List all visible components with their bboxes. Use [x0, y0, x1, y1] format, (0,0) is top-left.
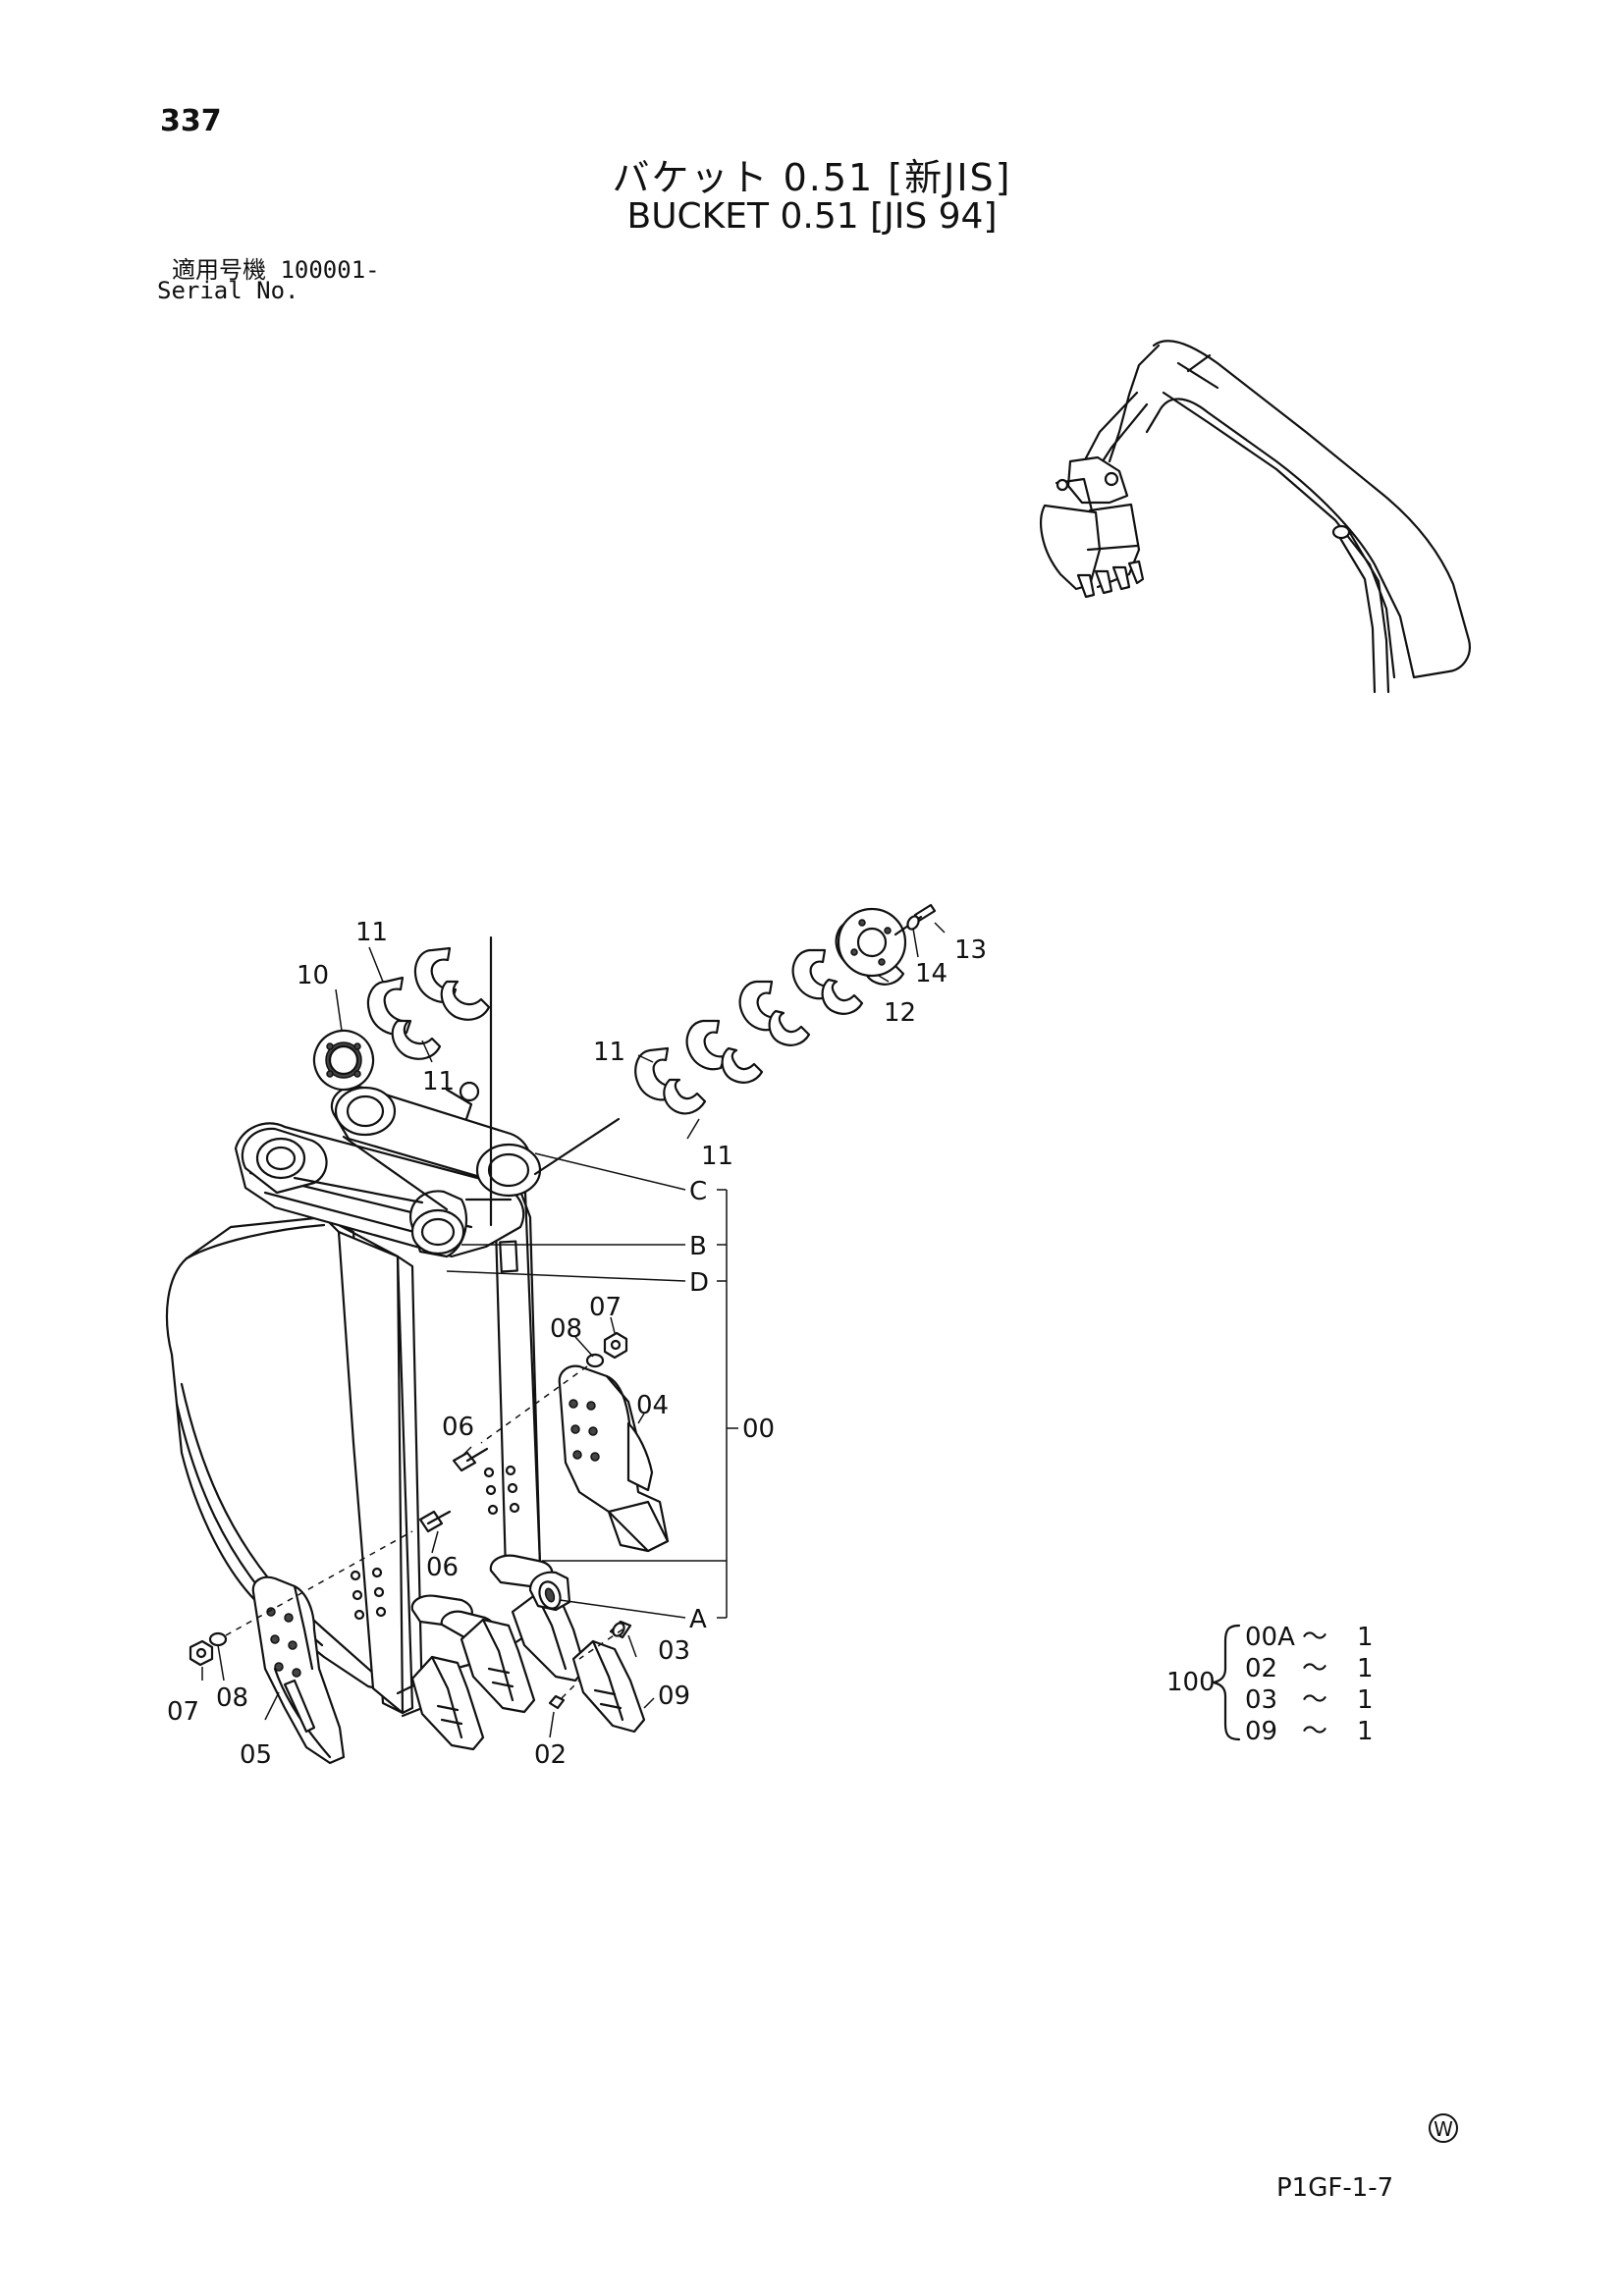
callout-14: 14 — [915, 959, 947, 988]
kit-row-part: 02 — [1245, 1654, 1277, 1683]
kit-row-qty: 1 — [1357, 1685, 1374, 1715]
callout-00: 00 — [742, 1415, 775, 1444]
kit-row-sep: ～ — [1302, 1685, 1327, 1715]
bolt-holes-left — [350, 1567, 387, 1621]
callout-09: 09 — [658, 1682, 690, 1711]
pin-label-d: D — [689, 1268, 709, 1298]
side-cutter-right — [558, 1364, 670, 1553]
kit-row-sep: ～ — [1302, 1717, 1327, 1746]
kit-row-qty: 1 — [1357, 1717, 1374, 1746]
serial-range-japanese: 適用号機 100001- — [172, 256, 380, 284]
callout-08: 08 — [216, 1683, 248, 1713]
leader-lines — [201, 922, 946, 1738]
pin-label-b: B — [689, 1232, 707, 1261]
footer-page-code: P1GF-1-7 — [1276, 2173, 1394, 2203]
shims-right-group — [533, 903, 937, 1176]
kit-id: 100 — [1166, 1668, 1216, 1697]
kit-row-sep: ～ — [1302, 1654, 1327, 1683]
pin-label-c: C — [689, 1177, 707, 1206]
shims-left-group — [312, 946, 491, 1092]
kit-row-qty: 1 — [1357, 1623, 1374, 1652]
callout-02: 02 — [534, 1740, 567, 1770]
kit-row-part: 03 — [1245, 1685, 1277, 1715]
circled-w-letter: W — [1434, 2117, 1453, 2141]
callout-10: 10 — [297, 961, 329, 990]
callout-labels: 11 10 11 11 11 12 13 14 C B D A 00 07 08… — [167, 918, 987, 1770]
callout-11: 11 — [701, 1142, 733, 1171]
callout-06: 06 — [426, 1553, 459, 1582]
bucket-bosses — [241, 935, 542, 1258]
callout-06: 06 — [442, 1413, 474, 1442]
kit-row-part: 09 — [1245, 1717, 1277, 1746]
kit-assembly-table: 100 00A ～ 1 02 ～ 1 03 ～ 1 09 ～ 1 — [1166, 1623, 1374, 1746]
callout-08: 08 — [550, 1314, 582, 1344]
excavator-arm-thumbnail — [1040, 340, 1471, 694]
callout-03: 03 — [658, 1636, 690, 1666]
callout-13: 13 — [954, 935, 987, 965]
callout-07: 07 — [589, 1293, 622, 1322]
callout-12: 12 — [884, 998, 916, 1028]
callout-07: 07 — [167, 1697, 199, 1727]
nut-washer-left — [189, 1510, 452, 1667]
callout-11: 11 — [422, 1067, 455, 1096]
title-japanese: バケット 0.51 [新JIS] — [612, 156, 1012, 199]
bolt-holes-right — [483, 1465, 520, 1516]
callout-05: 05 — [240, 1740, 272, 1770]
title-english: BUCKET 0.51 [JIS 94] — [626, 196, 998, 237]
callout-11: 11 — [593, 1038, 625, 1067]
kit-row-qty: 1 — [1357, 1654, 1374, 1683]
callout-11: 11 — [355, 918, 388, 947]
teeth-row — [410, 1554, 646, 1751]
kit-row-sep: ～ — [1302, 1623, 1327, 1652]
kit-row-part: 00A — [1245, 1623, 1295, 1652]
pin-label-a: A — [689, 1605, 707, 1634]
circled-w-mark: W — [1429, 2113, 1458, 2143]
nut-washer-right — [452, 1331, 628, 1472]
page-number: 337 — [160, 104, 222, 138]
bucket-body — [165, 1122, 552, 1718]
kit-brace — [1212, 1624, 1241, 1741]
serial-label-english: Serial No. — [157, 277, 299, 304]
callout-04: 04 — [636, 1391, 669, 1420]
